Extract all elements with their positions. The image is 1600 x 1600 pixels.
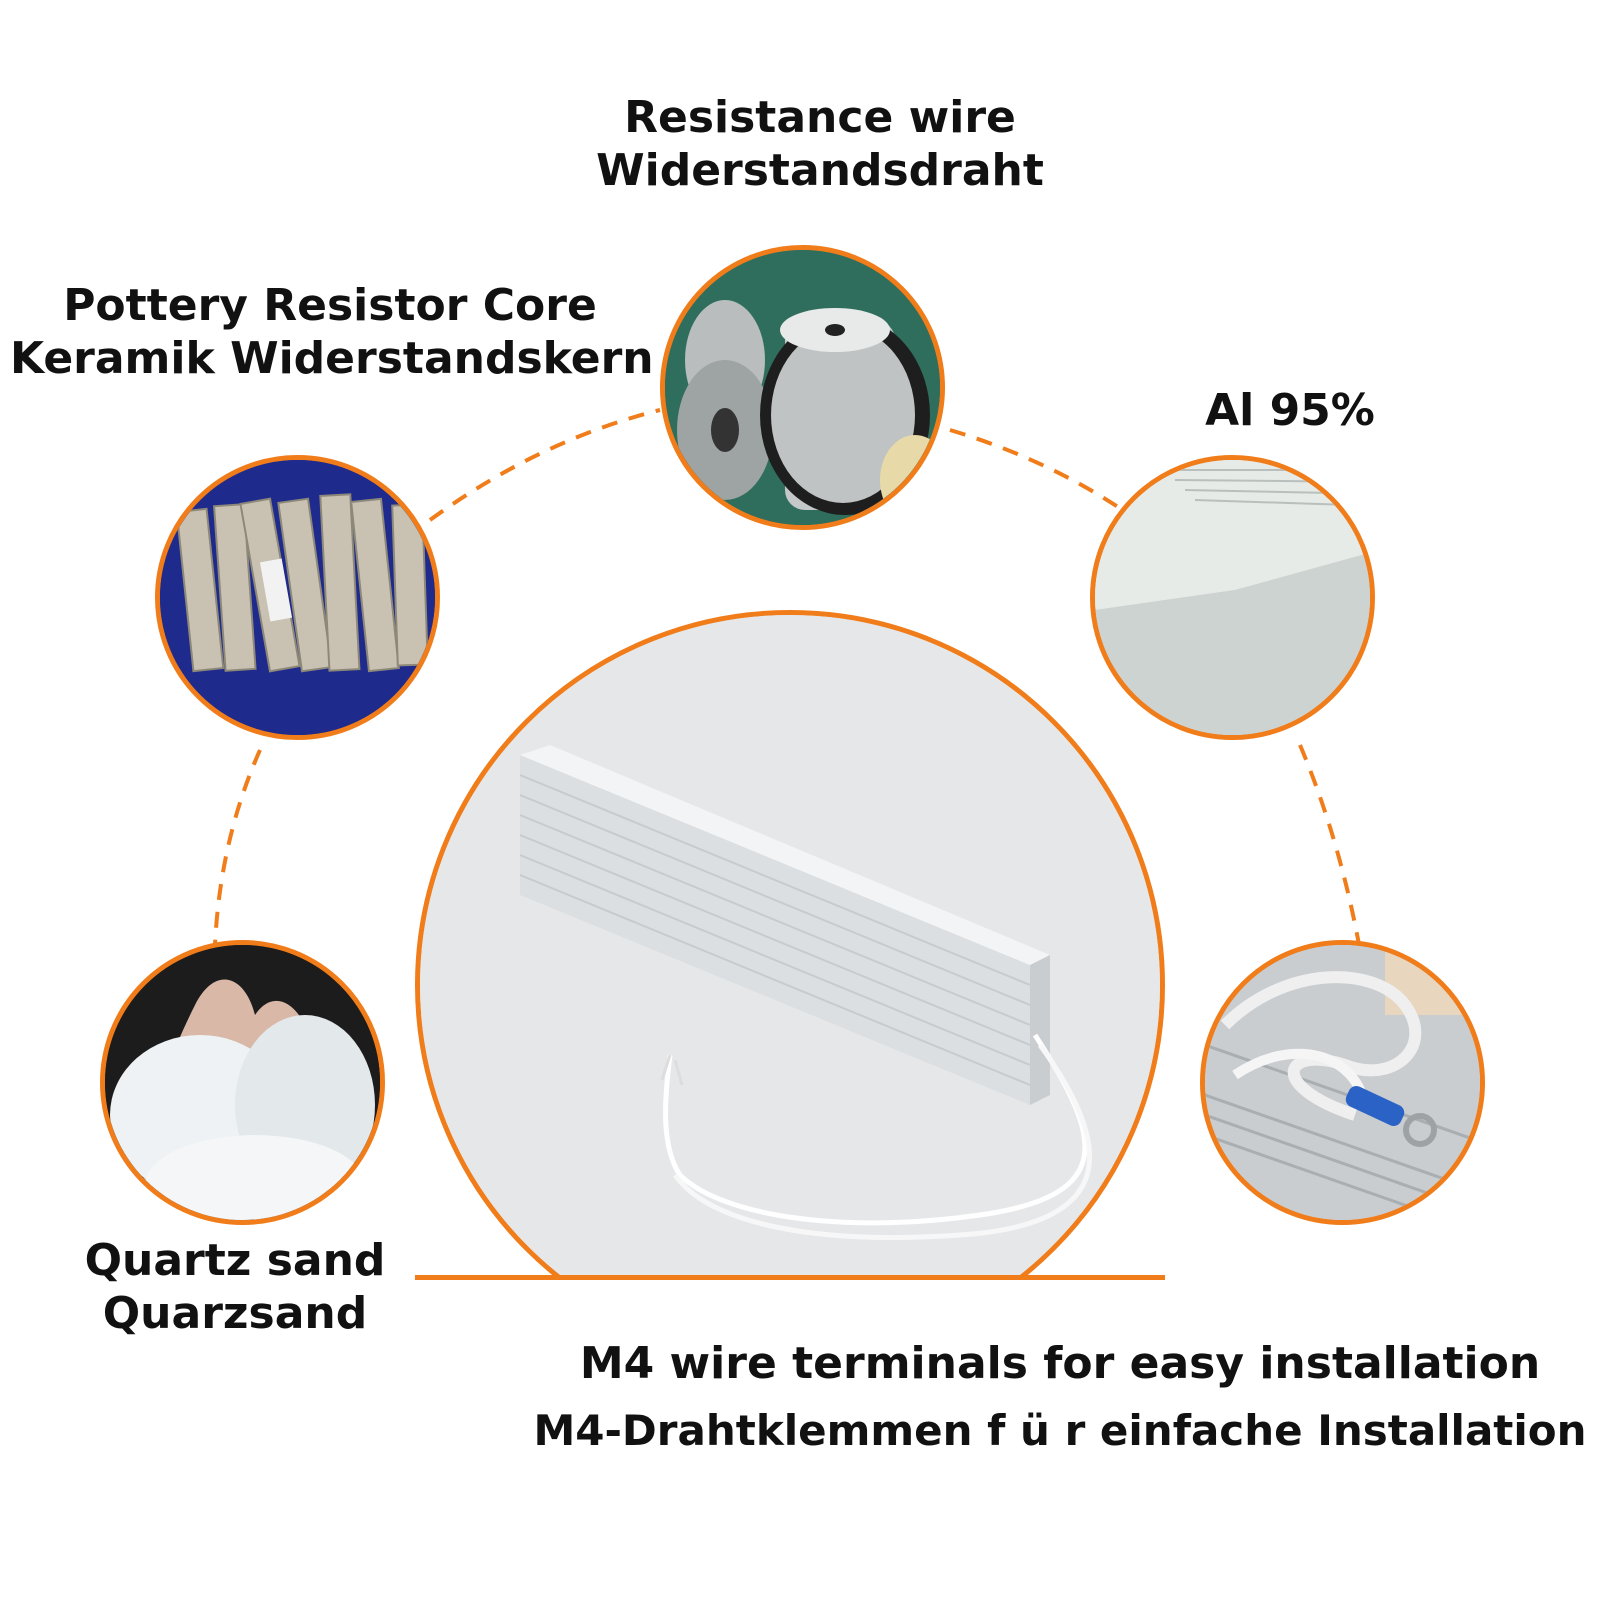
pottery-core-en: Pottery Resistor Core — [63, 280, 597, 331]
aluminum-photo — [1090, 455, 1375, 740]
aluminum-profile-icon — [1095, 460, 1370, 735]
pottery-core-photo — [155, 455, 440, 740]
quartz-sand-photo — [100, 940, 385, 1225]
aluminum-en: Al 95% — [1205, 385, 1375, 436]
resistance-wire-de: Widerstandsdraht — [596, 144, 1044, 196]
ring-terminal-icon — [1205, 945, 1480, 1220]
connector-aluminum-to-terminals — [1298, 744, 1362, 951]
pottery-core-label: Pottery Resistor Core Keramik Widerstand… — [10, 280, 654, 386]
connector-wire-to-aluminum — [949, 428, 1132, 517]
sand-icon — [105, 945, 380, 1220]
resistance-wire-label: Resistance wire Widerstandsdraht — [560, 92, 1080, 198]
quartz-sand-de: Quarzsand — [102, 1287, 368, 1339]
quartz-sand-en: Quartz sand — [84, 1235, 386, 1286]
aluminum-label: Al 95% — [1140, 385, 1440, 438]
terminals-en: M4 wire terminals for easy installation — [579, 1338, 1541, 1389]
ceramic-core-icon — [160, 460, 435, 735]
wire-spool-icon — [665, 250, 940, 525]
connector-pottery-to-quartz — [213, 749, 262, 946]
terminals-photo — [1200, 940, 1485, 1225]
resistance-wire-photo — [660, 245, 945, 530]
connector-pottery-to-wire — [428, 408, 661, 522]
pottery-core-de: Keramik Widerstandskern — [10, 332, 654, 384]
terminals-label: M4 wire terminals for easy installation … — [530, 1330, 1590, 1463]
resistor-photo — [415, 610, 1165, 1280]
resistance-wire-en: Resistance wire — [624, 92, 1016, 143]
quartz-sand-label: Quartz sand Quarzsand — [70, 1235, 400, 1341]
aluminum-resistor-icon — [420, 615, 1160, 1280]
terminals-de: M4-Drahtklemmen f ü r einfache Installat… — [533, 1406, 1587, 1456]
